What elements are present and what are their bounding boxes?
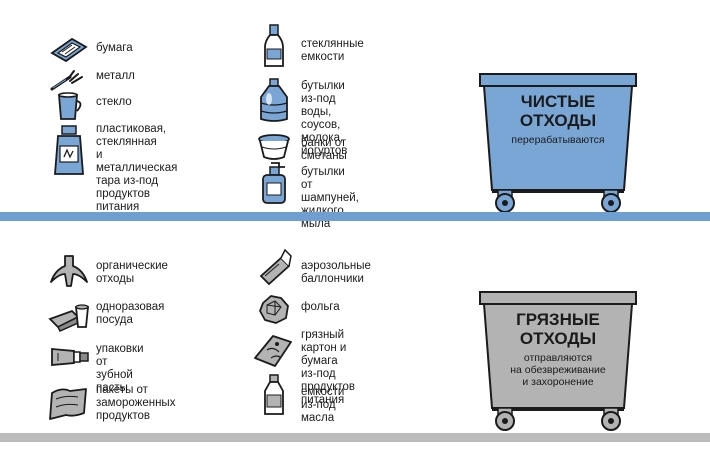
dirty-item-oil-label: емкости из-под масла (301, 386, 345, 424)
clean-item-plastic-bottle: бутылки из-под воды, соусов, молока, йог… (253, 76, 347, 158)
clean-item-soap-bottle: бутылки от шампуней, жидкого мыла (253, 160, 359, 231)
dirty-item-aerosol: аэрозольные баллончики (253, 244, 371, 288)
clean-item-metal-label: металл (96, 70, 135, 82)
soap-bottle-icon (253, 160, 295, 206)
paper-icon (48, 30, 90, 70)
dirty-item-frozen-bag: пакеты от замороженных продуктов (48, 382, 175, 426)
dirty-ground-stripe (0, 433, 710, 442)
dirty-item-dishes-label: одноразовая посуда (96, 301, 165, 326)
dirty-item-aerosol-label: аэрозольные баллончики (301, 260, 371, 285)
dirty-item-cardboard-label: грязный картон и бумага из-под продуктов… (301, 329, 356, 406)
clean-item-glass-bottle-label: стеклянные емкости (301, 38, 364, 63)
dirty-waste-bin: ГРЯЗНЫЕ ОТХОДЫ отправляются на обезврежи… (478, 290, 638, 435)
clean-item-paper-label: бумага (96, 42, 133, 54)
dirty-item-toothpaste-label: упаковки от зубной пасты (96, 343, 144, 394)
dirty-bin-title: ГРЯЗНЫЕ ОТХОДЫ (516, 310, 600, 348)
clean-item-paper: бумага (48, 30, 133, 70)
clean-item-sour-cream: банки от сметаны (253, 127, 347, 167)
dirty-item-organic: органические отходы (48, 250, 168, 290)
dirty-item-toothpaste: упаковки от зубной пасты (48, 337, 144, 395)
dirty-item-oil: емкости из-под масла (253, 372, 344, 425)
dirty-cardboard-icon (253, 327, 295, 371)
clean-item-container: пластиковая, стеклянная и металлическая … (48, 122, 177, 214)
disposable-dishes-icon (48, 297, 90, 337)
clean-item-glass-bottle: стеклянные емкости (253, 22, 364, 70)
clean-item-metal: металл (48, 60, 135, 100)
dirty-item-foil: фольга (253, 289, 340, 329)
dirty-item-foil-label: фольга (301, 301, 340, 313)
aerosol-can-icon (253, 244, 295, 288)
clean-item-soap-bottle-label: бутылки от шампуней, жидкого мыла (301, 166, 359, 230)
clean-waste-section: бумага металл стекло (0, 0, 710, 230)
toothpaste-icon (48, 337, 90, 377)
metal-fork-icon (48, 60, 90, 100)
clean-item-glass-label: стекло (96, 96, 132, 108)
oil-bottle-icon (253, 372, 295, 418)
frozen-bag-icon (48, 382, 90, 426)
clean-waste-bin: ЧИСТЫЕ ОТХОДЫ перерабатываются (478, 72, 638, 217)
clean-bin-title: ЧИСТЫЕ ОТХОДЫ (519, 92, 597, 130)
dirty-bin-subtitle: отправляются на обезвреживание и захорон… (510, 352, 606, 388)
dirty-item-frozen-bag-label: пакеты от замороженных продуктов (96, 384, 176, 422)
dirty-item-cardboard: грязный картон и бумага из-под продуктов… (253, 327, 355, 407)
banana-peel-icon (48, 250, 90, 290)
food-container-icon (48, 122, 90, 180)
sour-cream-cup-icon (253, 127, 295, 167)
clean-ground-stripe (0, 212, 710, 221)
clean-item-plastic-bottle-label: бутылки из-под воды, соусов, молока, йог… (301, 80, 348, 157)
glass-bottle-icon (253, 22, 295, 70)
clean-item-glass: стекло (48, 86, 132, 126)
clean-bin-icon (479, 73, 637, 213)
dirty-item-organic-label: органические отходы (96, 260, 168, 285)
dirty-bin-icon (479, 291, 637, 431)
clean-bin-subtitle: перерабатываются (511, 134, 605, 146)
dirty-item-dishes: одноразовая посуда (48, 297, 164, 337)
clean-item-container-label: пластиковая, стеклянная и металлическая … (96, 123, 178, 213)
clean-item-sour-cream-label: банки от сметаны (301, 137, 347, 162)
glass-cup-icon (48, 86, 90, 126)
plastic-bottle-icon (253, 76, 295, 124)
foil-ball-icon (253, 289, 295, 329)
dirty-waste-section: органические отходы одноразовая посуда (0, 222, 710, 459)
